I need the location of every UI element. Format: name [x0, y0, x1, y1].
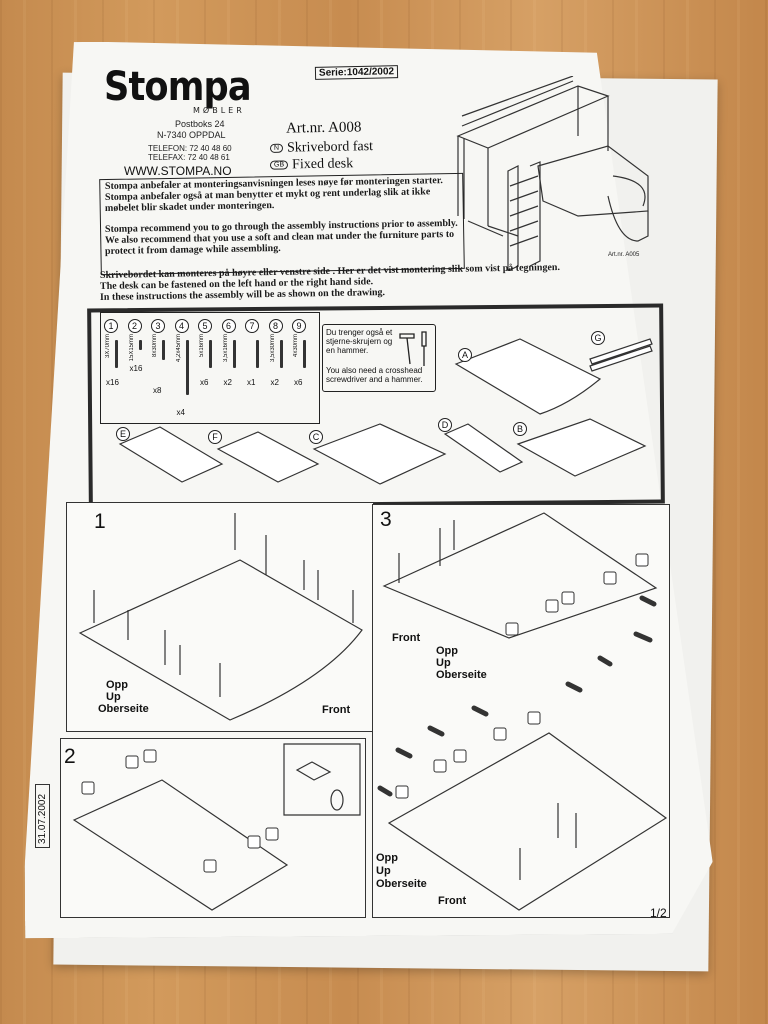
step-2-drawing — [72, 743, 361, 911]
panel-label-a: A — [458, 348, 472, 362]
tools-note-no: Du trenger også et stjerne-skrujern og e… — [326, 328, 393, 355]
part-shape-icon — [279, 340, 283, 368]
hardware-list-frame — [100, 312, 320, 424]
step3-up-bottom: Up — [376, 865, 391, 877]
website: WWW.STOMPA.NO — [124, 164, 232, 178]
step3-front-bottom: Front — [438, 895, 466, 907]
panel-label-d: D — [438, 418, 452, 432]
lang-badge-gb: GB — [269, 160, 289, 171]
part-number-badge: 2 — [127, 319, 142, 333]
part-number-badge: 9 — [292, 319, 306, 333]
step-1-drawing: Opp Up Oberseite Front — [78, 513, 363, 721]
brand-sub: MØBLER — [193, 106, 245, 115]
page-number: 1/2 — [650, 906, 667, 920]
name-n: Skrivebord fast — [286, 139, 374, 156]
step3-opp-bottom: Opp — [376, 852, 398, 864]
panel-label-c: C — [309, 430, 323, 444]
part-quantity: x1 — [247, 378, 256, 387]
part-quantity: x16 — [129, 364, 143, 373]
part-number-badge: 6 — [221, 319, 236, 333]
panel-e-shape — [118, 426, 224, 483]
step3-opp-top: Opp — [436, 645, 458, 657]
print-date: 31.07.2002 — [35, 784, 50, 848]
address-line-2: N-7340 OPPDAL — [157, 130, 226, 140]
part-shape-icon — [185, 340, 189, 395]
part-quantity: x8 — [153, 386, 162, 395]
step-3-panel — [372, 504, 670, 918]
panel-g-shape — [589, 338, 653, 372]
panel-label-f: F — [208, 430, 222, 444]
svg-text:Front Opp Up Obers: Front Opp Up Oberseite Opp Up Oberseite … — [376, 632, 490, 907]
hero-caption: Art.nr. A005 — [608, 252, 640, 258]
part-quantity: x4 — [176, 408, 185, 417]
phone: TELEFON: 72 40 48 60 — [148, 144, 232, 153]
step1-oberseite: Oberseite — [98, 703, 149, 715]
article-number: Art.nr. A008 — [285, 119, 362, 137]
step3-oberseite-bottom: Oberseite — [376, 878, 427, 890]
part-shape-icon — [303, 340, 306, 368]
part-quantity: x6 — [200, 378, 209, 387]
serie-label: Serie:1042/2002 — [314, 65, 399, 80]
address-line-1: Postboks 24 — [175, 119, 225, 129]
name-gb: Fixed desk — [291, 156, 354, 173]
svg-text:Opp Up Oberseite: Opp Up Oberseite — [98, 679, 149, 715]
step3-up-top: Up — [436, 657, 451, 669]
brand-logo: Stompa — [104, 64, 252, 110]
part-shape-icon — [115, 340, 118, 368]
step-2-number: 2 — [64, 745, 76, 768]
step-2-panel — [60, 738, 366, 918]
fax: TELEFAX: 72 40 48 61 — [148, 153, 230, 162]
step1-up: Up — [106, 691, 121, 703]
tools-note-frame — [322, 324, 436, 392]
part-number-badge: 3 — [151, 319, 165, 333]
panel-b-shape — [516, 418, 647, 477]
step3-front-top: Front — [392, 632, 420, 644]
part-number-badge: 1 — [104, 319, 118, 333]
part-shape-icon — [209, 340, 212, 368]
panel-d-shape — [443, 423, 524, 473]
panel-f-shape — [216, 431, 320, 483]
panel-a-shape — [454, 338, 602, 415]
part-number-badge: 7 — [245, 319, 259, 333]
board-panels — [118, 338, 653, 485]
part-number-badge: 4 — [174, 319, 189, 333]
step-1-number: 1 — [94, 510, 106, 533]
part-quantity: x2 — [223, 378, 232, 387]
loft-bed-illustration: Art.nr. A005 — [456, 76, 649, 271]
step1-opp: Opp — [106, 679, 128, 691]
panel-label-b: B — [513, 422, 527, 436]
part-number-badge: 5 — [198, 319, 212, 333]
part-number-badge: 8 — [268, 319, 283, 333]
step-3-number: 3 — [380, 508, 392, 531]
hammer-screwdriver-icon — [399, 331, 427, 366]
part-quantity: x2 — [270, 378, 279, 387]
part-shape-icon — [256, 340, 259, 368]
part-quantity: x6 — [294, 378, 303, 387]
step1-front: Front — [322, 704, 350, 716]
part-quantity: x16 — [106, 378, 119, 387]
lang-badge-n: N — [269, 143, 284, 154]
step3-oberseite-top: Oberseite — [436, 669, 487, 681]
hardware-part-7: 7 x1 — [245, 316, 267, 420]
part-shape-icon — [232, 340, 236, 368]
step-3-drawing: Front Opp Up Oberseite Opp Up Oberseite … — [376, 512, 668, 911]
part-shape-icon — [138, 340, 142, 350]
part-shape-icon — [162, 340, 165, 360]
tools-note-en: You also need a crosshead screwdriver an… — [326, 366, 423, 384]
panel-label-g: G — [591, 331, 605, 345]
panel-label-e: E — [116, 427, 130, 441]
panel-c-shape — [312, 423, 447, 485]
